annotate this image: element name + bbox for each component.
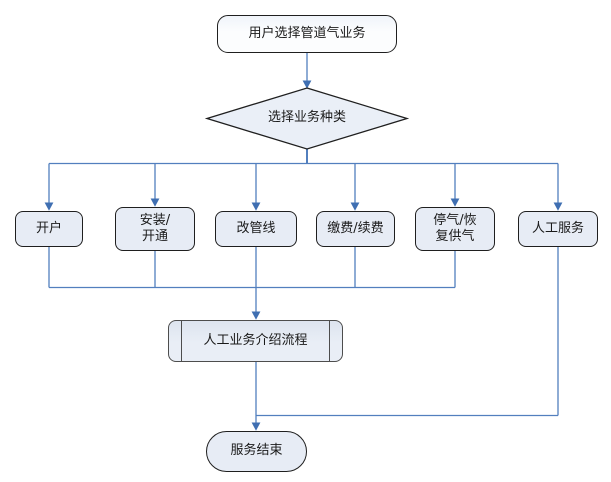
process-label: 人工业务介绍流程: [203, 332, 308, 348]
decision-label: 选择业务种类: [267, 110, 346, 126]
branch-install-activate: 安装/ 开通: [115, 207, 195, 251]
arrowheads: [44, 80, 563, 431]
branch-label: 停气/恢 复供气: [433, 212, 477, 244]
predefined-process-left-bar: [181, 321, 183, 361]
branch-stop-resume-gas: 停气/恢 复供气: [415, 207, 495, 251]
branch-label: 开户: [35, 220, 62, 236]
start-terminator: 用户选择管道气业务: [217, 15, 397, 53]
decision-node: 选择业务种类: [237, 107, 377, 130]
branch-change-pipeline: 改管线: [215, 211, 297, 247]
branch-pay-renew: 缴费/续费: [316, 211, 395, 247]
predefined-process-intro-flow: 人工业务介绍流程: [168, 320, 343, 362]
branch-manual-service: 人工服务: [518, 211, 598, 247]
start-label: 用户选择管道气业务: [248, 25, 366, 41]
branch-label: 人工服务: [531, 220, 584, 236]
branch-label: 改管线: [236, 220, 276, 236]
branch-open-account: 开户: [15, 211, 83, 247]
connector-lines: [48, 53, 559, 423]
end-terminator: 服务结束: [206, 431, 307, 472]
decision-diamond-shape: [204, 87, 410, 150]
end-label: 服务结束: [230, 443, 283, 459]
branch-label: 安装/ 开通: [139, 212, 171, 244]
predefined-process-right-bar: [328, 321, 330, 361]
branch-label: 缴费/续费: [327, 220, 384, 236]
